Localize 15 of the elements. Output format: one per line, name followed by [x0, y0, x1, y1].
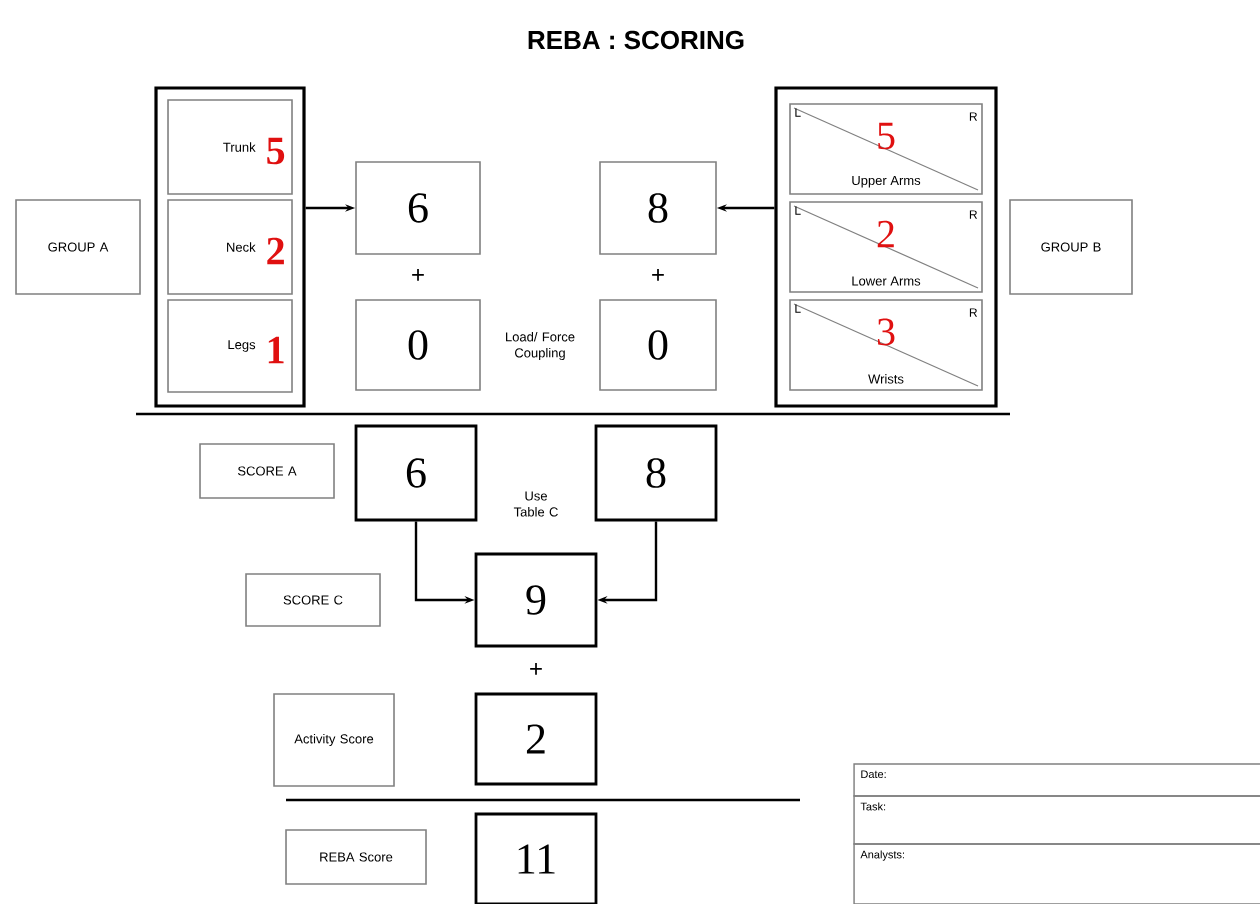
score-box: 6 [355, 161, 481, 255]
plus-sign: + [652, 269, 664, 281]
title: REBA : SCORING [528, 30, 744, 50]
group-frame [154, 86, 306, 408]
score-box: 8 [599, 161, 717, 255]
score-box: 8 [594, 424, 718, 522]
score-box: 6 [354, 424, 478, 522]
score-box: 0 [599, 299, 717, 391]
plus-sign: + [412, 269, 424, 281]
group-frame [774, 86, 998, 408]
score-box: 2 [474, 692, 598, 786]
score-box: 11 [474, 812, 598, 904]
plus-sign: + [530, 663, 542, 675]
score-box: 0 [355, 299, 481, 391]
score-box: 9 [474, 552, 598, 648]
